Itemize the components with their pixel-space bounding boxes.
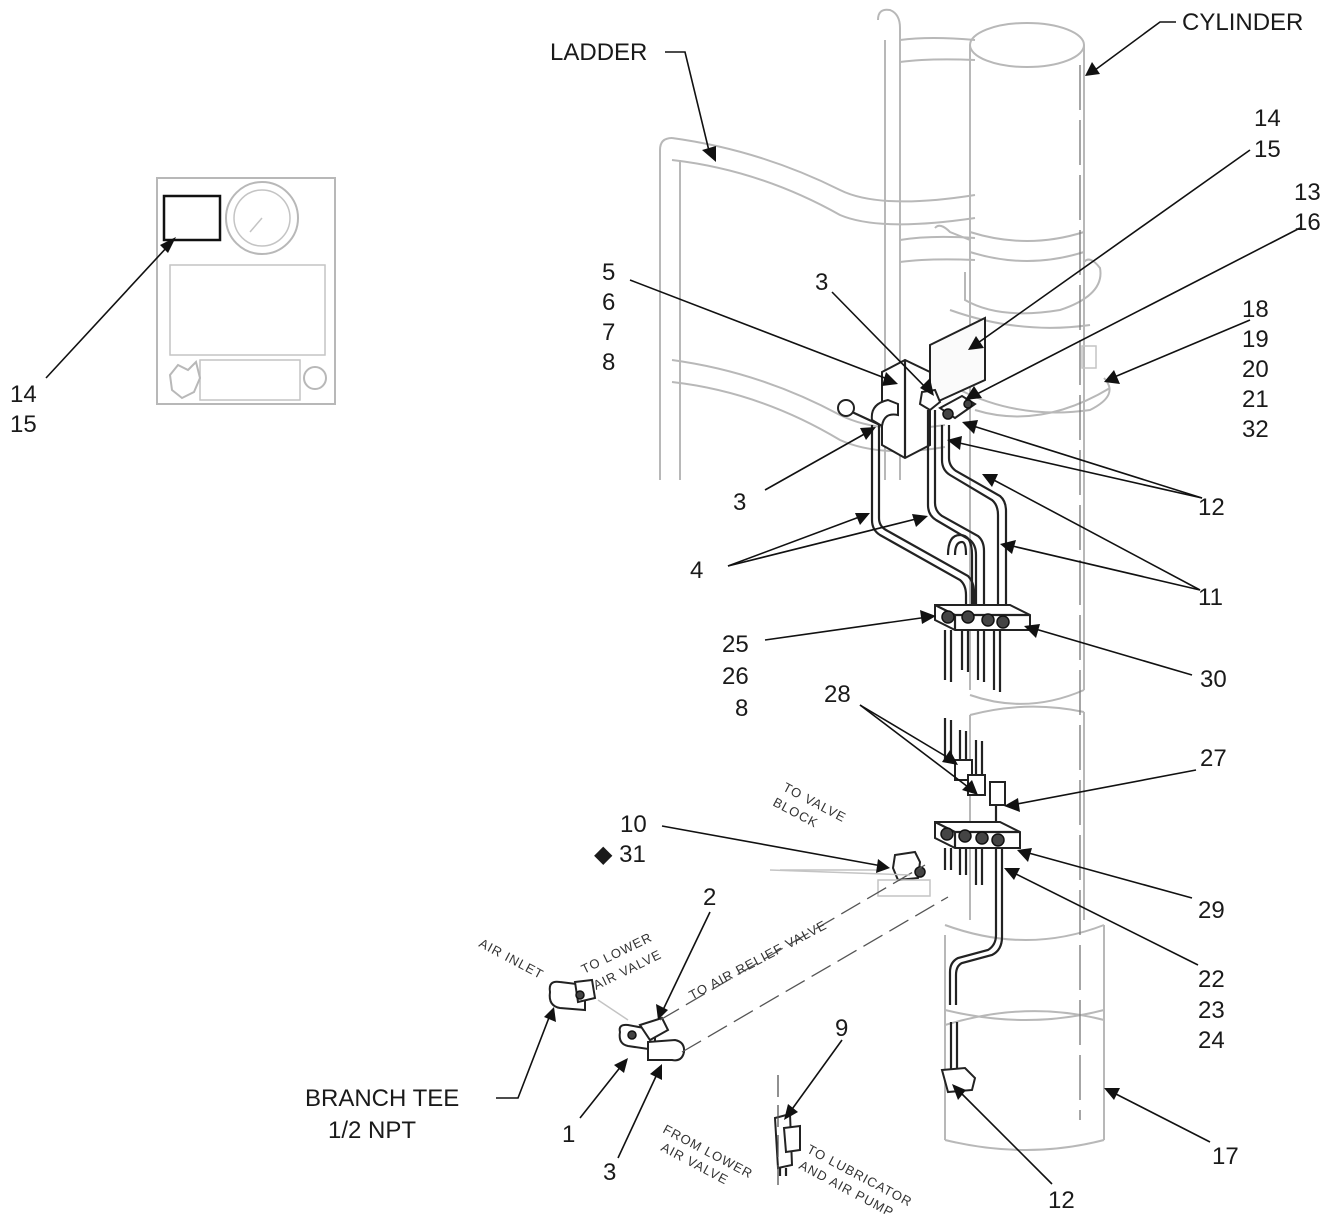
annotation-to-air-relief: TO AIR RELIEF VALVE bbox=[686, 917, 829, 1003]
nameplate-box bbox=[162, 194, 222, 242]
callout-4: 4 bbox=[690, 557, 703, 584]
callout-16: 16 bbox=[1294, 209, 1321, 236]
callout-27: 27 bbox=[1200, 745, 1227, 772]
callout-6: 6 bbox=[602, 289, 615, 316]
callout-labels: LADDER CYLINDER 14 15 14 15 13 16 5 6 7 … bbox=[10, 9, 1321, 1214]
callout-2: 2 bbox=[703, 884, 716, 911]
callout-8-top: 8 bbox=[602, 349, 615, 376]
callout-3-bottom: 3 bbox=[603, 1159, 616, 1186]
callout-13: 13 bbox=[1294, 179, 1321, 206]
callout-7: 7 bbox=[602, 319, 615, 346]
label-branch-tee-2: 1/2 NPT bbox=[328, 1117, 416, 1144]
callout-22: 22 bbox=[1198, 966, 1225, 993]
valve-block-assembly bbox=[837, 316, 1008, 625]
branch-tee-parts bbox=[548, 978, 801, 1176]
label-cylinder: CYLINDER bbox=[1182, 9, 1303, 36]
ladder-ghost bbox=[659, 8, 976, 480]
callout-12-bottom: 12 bbox=[1048, 1187, 1075, 1214]
fitting-10 bbox=[877, 850, 931, 897]
callout-3-top: 3 bbox=[815, 269, 828, 296]
label-branch-tee-1: BRANCH TEE bbox=[305, 1085, 459, 1112]
callout-26: 26 bbox=[722, 663, 749, 690]
leader-lines bbox=[45, 21, 1301, 1185]
callout-28: 28 bbox=[824, 681, 851, 708]
tube-clamp-block-upper bbox=[934, 604, 1031, 692]
cylinder-ghost bbox=[934, 22, 1111, 1151]
callout-32: 32 bbox=[1242, 416, 1269, 443]
control-panel-inset bbox=[156, 177, 336, 405]
callout-30: 30 bbox=[1200, 666, 1227, 693]
callout-14-left: 14 bbox=[10, 381, 37, 408]
callout-19: 19 bbox=[1242, 326, 1269, 353]
callout-20: 20 bbox=[1242, 356, 1269, 383]
callout-15-left: 15 bbox=[10, 411, 37, 438]
callout-15-top: 15 bbox=[1254, 136, 1281, 163]
callout-12-upper: 12 bbox=[1198, 494, 1225, 521]
callout-21: 21 bbox=[1242, 386, 1269, 413]
callout-29: 29 bbox=[1198, 897, 1225, 924]
callout-23: 23 bbox=[1198, 997, 1225, 1024]
callout-3-mid: 3 bbox=[733, 489, 746, 516]
callout-1: 1 bbox=[562, 1121, 575, 1148]
routing-lines bbox=[597, 864, 949, 1185]
lower-tube-assembly bbox=[934, 718, 1021, 1094]
callout-5: 5 bbox=[602, 259, 615, 286]
callout-9: 9 bbox=[835, 1015, 848, 1042]
callout-18: 18 bbox=[1242, 296, 1269, 323]
annotation-air-inlet: AIR INLET bbox=[477, 935, 547, 982]
callout-24: 24 bbox=[1198, 1027, 1225, 1054]
callout-14-top: 14 bbox=[1254, 105, 1281, 132]
callout-31: ◆ 31 bbox=[594, 841, 646, 868]
callout-17: 17 bbox=[1212, 1143, 1239, 1170]
callout-25: 25 bbox=[722, 631, 749, 658]
label-ladder: LADDER bbox=[550, 39, 647, 66]
callout-11: 11 bbox=[1198, 584, 1223, 611]
callout-8-mid: 8 bbox=[735, 695, 748, 722]
routing-annotations: TO VALVE BLOCK AIR INLET TO LOWER AIR VA… bbox=[477, 779, 915, 1220]
callout-10: 10 bbox=[620, 811, 647, 838]
